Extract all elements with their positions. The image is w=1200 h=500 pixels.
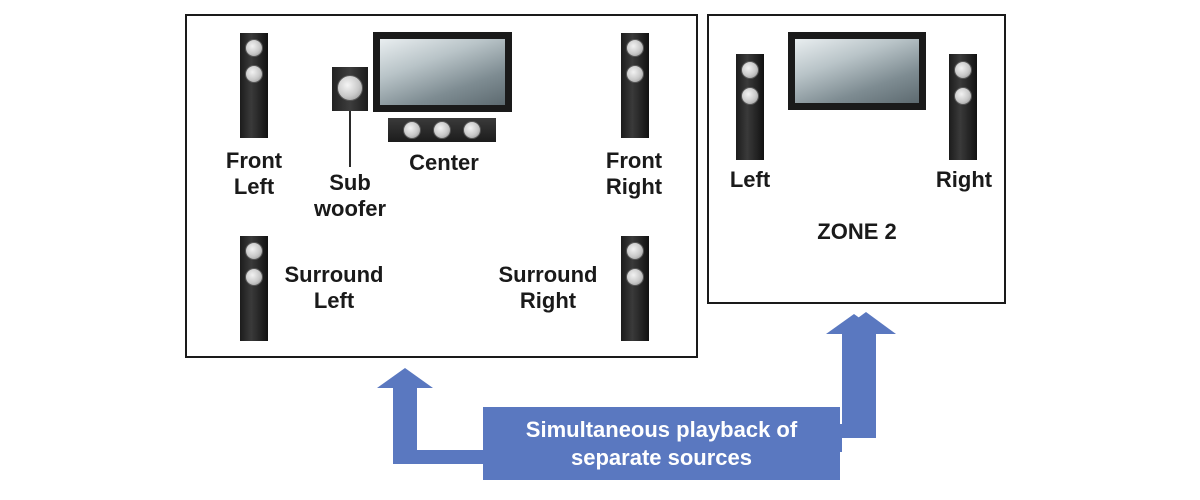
front-right-speaker bbox=[621, 33, 649, 138]
zone2-right-label: Right bbox=[935, 167, 993, 192]
surround-right-label: Surround Right bbox=[498, 262, 598, 313]
zone2-left-speaker bbox=[736, 54, 764, 160]
arrow-to-zone2-shaft bbox=[836, 312, 896, 438]
arrow-to-main-room bbox=[377, 368, 483, 464]
center-speaker bbox=[388, 118, 496, 142]
surround-right-speaker bbox=[621, 236, 649, 341]
arrow-to-zone2 bbox=[826, 314, 882, 452]
subwoofer-leader-line bbox=[349, 111, 351, 167]
zone2-tv bbox=[788, 32, 926, 110]
zone2-title: ZONE 2 bbox=[817, 219, 897, 244]
zone2-left-label: Left bbox=[729, 167, 771, 192]
subwoofer-speaker bbox=[332, 67, 368, 111]
surround-left-speaker bbox=[240, 236, 268, 341]
front-right-label: Front Right bbox=[605, 148, 663, 199]
center-label: Center bbox=[409, 150, 479, 175]
surround-left-label: Surround Left bbox=[284, 262, 384, 313]
subwoofer-label: Sub woofer bbox=[313, 170, 387, 221]
main-tv bbox=[373, 32, 512, 112]
front-left-label: Front Left bbox=[225, 148, 283, 199]
caption-line-2: separate sources bbox=[571, 444, 752, 470]
caption-box: Simultaneous playback of separate source… bbox=[483, 407, 840, 480]
caption-line-1: Simultaneous playback of bbox=[525, 416, 798, 442]
front-left-speaker bbox=[240, 33, 268, 138]
zone2-right-speaker bbox=[949, 54, 977, 160]
